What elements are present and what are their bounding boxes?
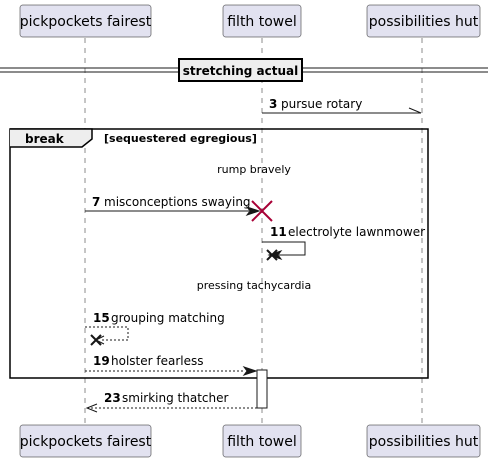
svg-text:pickpockets fairest: pickpockets fairest (20, 14, 152, 30)
delay-label: rump bravely (217, 163, 291, 176)
message-number: 15 (93, 311, 110, 325)
message-label: smirking thatcher (122, 391, 228, 405)
message-number: 7 (92, 195, 100, 209)
delay-label: pressing tachycardia (197, 279, 311, 292)
participant-bottom-possibilities-hut: possibilities hut (366, 424, 481, 458)
message-number: 19 (93, 354, 110, 368)
destroy-marker (251, 200, 273, 222)
fragment-keyword: break (25, 132, 65, 146)
participant-bottom-pickpockets-fairest: pickpockets fairest (19, 424, 152, 458)
participant-top-pickpockets-fairest: pickpockets fairest (19, 4, 152, 38)
message-7: 7 misconceptions swaying (85, 195, 261, 216)
message-19: 19 holster fearless (85, 354, 258, 376)
svg-text:possibilities hut: possibilities hut (369, 14, 479, 30)
svg-text:pickpockets fairest: pickpockets fairest (20, 434, 152, 450)
break-fragment: break [sequestered egregious] (9, 128, 429, 379)
divider: stretching actual (0, 58, 488, 82)
participant-top-filth-towel: filth towel (222, 4, 302, 38)
message-label: grouping matching (111, 311, 225, 325)
svg-text:possibilities hut: possibilities hut (369, 434, 479, 450)
participant-top-possibilities-hut: possibilities hut (366, 4, 481, 38)
message-3: 3 pursue rotary (262, 97, 422, 114)
message-label: holster fearless (111, 354, 203, 368)
message-23: 23 smirking thatcher (85, 391, 257, 413)
message-label: pursue rotary (281, 97, 362, 111)
message-number: 23 (104, 391, 121, 405)
message-label: misconceptions swaying (104, 195, 251, 209)
message-number: 3 (269, 97, 277, 111)
lost-marker (90, 334, 102, 346)
message-11: 11 electrolyte lawnmower (262, 225, 425, 260)
activation-bar (256, 369, 268, 409)
svg-text:filth towel: filth towel (227, 14, 297, 30)
lost-marker (266, 249, 278, 261)
svg-text:filth towel: filth towel (227, 434, 297, 450)
participant-bottom-filth-towel: filth towel (222, 424, 302, 458)
message-15: 15 grouping matching (85, 311, 225, 345)
fragment-condition: [sequestered egregious] (104, 132, 257, 145)
message-label: electrolyte lawnmower (288, 225, 425, 239)
message-number: 11 (270, 225, 287, 239)
divider-label: stretching actual (183, 64, 298, 78)
